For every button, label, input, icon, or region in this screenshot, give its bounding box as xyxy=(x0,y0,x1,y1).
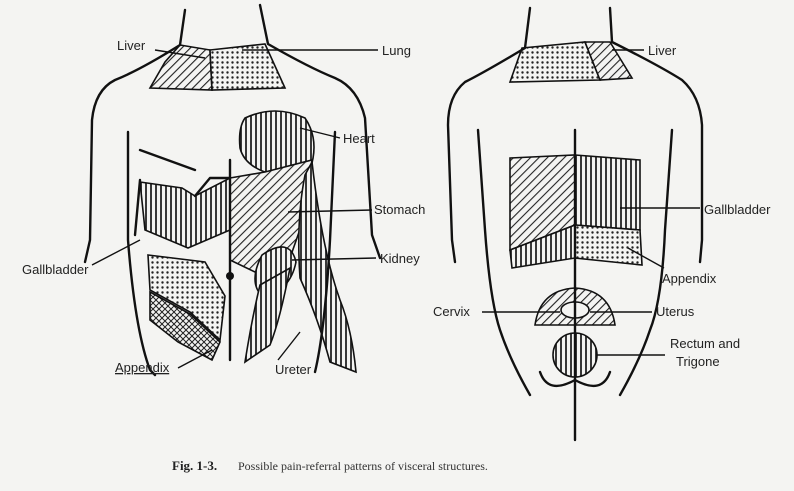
caption-figure-number: Fig. 1-3. xyxy=(172,458,217,473)
figure-caption: Fig. 1-3. Possible pain-referral pattern… xyxy=(172,458,488,473)
back-rectum-label-line1: Rectum and xyxy=(670,336,740,351)
back-cervix-label: Cervix xyxy=(433,304,470,319)
front-lung-region xyxy=(210,44,285,90)
front-umbilicus xyxy=(226,272,234,280)
front-gallbladder-label: Gallbladder xyxy=(22,262,89,277)
front-lung-label: Lung xyxy=(382,43,411,58)
front-appendix-leader xyxy=(178,350,212,368)
front-kidney-label: Kidney xyxy=(380,251,420,266)
front-ureter-leader xyxy=(278,332,300,360)
front-ureter-left-region xyxy=(245,268,290,362)
front-heart-label: Heart xyxy=(343,131,375,146)
back-appendix-region xyxy=(575,225,642,265)
back-uterus-label: Uterus xyxy=(656,304,695,319)
front-stomach-label: Stomach xyxy=(374,202,425,217)
back-gallbladder-region xyxy=(575,155,640,230)
front-appendix-label: Appendix xyxy=(115,360,170,375)
back-liver-label: Liver xyxy=(648,43,677,58)
back-gallbladder-label: Gallbladder xyxy=(704,202,771,217)
back-figure: Liver Gallbladder Appendix Cervix Uterus… xyxy=(433,8,771,440)
front-gallbladder-region xyxy=(140,178,230,248)
front-figure: Liver Lung Heart Stomach Kidney Gallblad… xyxy=(22,5,425,377)
back-appendix-label: Appendix xyxy=(662,271,717,286)
front-liver-label: Liver xyxy=(117,38,146,53)
front-gallbladder-leader xyxy=(92,240,140,265)
back-rectum-label-line2: Trigone xyxy=(676,354,720,369)
front-ureter-label: Ureter xyxy=(275,362,312,377)
caption-text: Possible pain-referral patterns of visce… xyxy=(238,459,488,473)
front-liver-region xyxy=(150,45,212,90)
